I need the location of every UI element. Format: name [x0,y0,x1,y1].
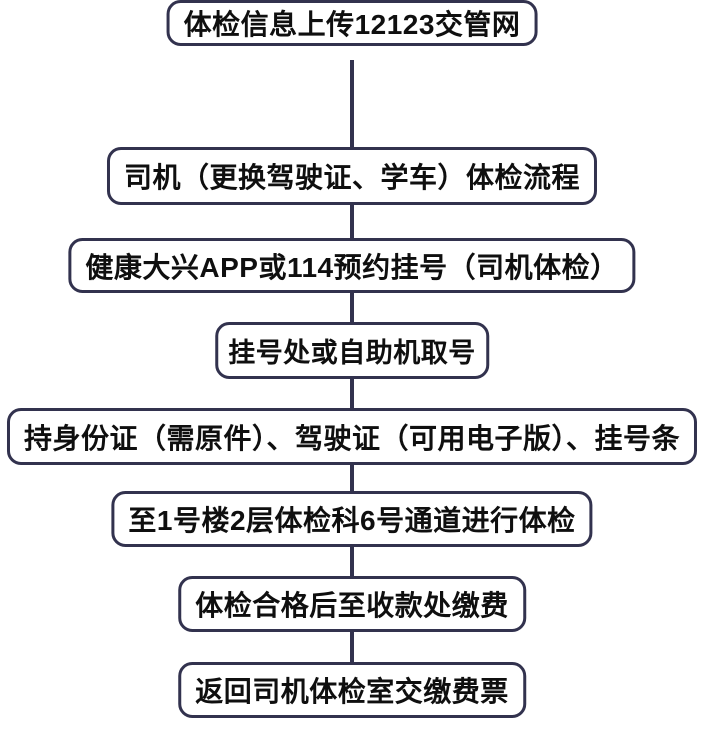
flow-step-label: 返回司机体检室交缴费票 [195,676,509,707]
flow-step-upload: 体检信息上传12123交管网 [166,0,538,46]
flow-step-get-number: 挂号处或自助机取号 [215,322,489,379]
flow-step-exam-location: 至1号楼2层体检科6号通道进行体检 [111,491,593,547]
flow-step-label: 体检信息上传12123交管网 [183,9,521,40]
flow-step-documents: 持身份证（需原件）、驾驶证（可用电子版）、挂号条 [6,408,698,465]
flow-step-label: 持身份证（需原件）、驾驶证（可用电子版）、挂号条 [23,422,681,454]
flow-step-label: 体检合格后至收款处缴费 [195,590,509,621]
flow-step-label: 司机（更换驾驶证、学车）体检流程 [123,162,581,193]
flow-step-label: 至1号楼2层体检科6号通道进行体检 [128,505,576,536]
flow-step-payment: 体检合格后至收款处缴费 [178,576,526,632]
flow-step-receipt: 返回司机体检室交缴费票 [178,662,526,718]
flow-step-appointment: 健康大兴APP或114预约挂号（司机体检） [68,238,636,293]
flow-step-label: 健康大兴APP或114预约挂号（司机体检） [85,251,619,283]
flow-step-label: 挂号处或自助机取号 [228,338,476,368]
flow-step-title: 司机（更换驾驶证、学车）体检流程 [106,147,598,205]
